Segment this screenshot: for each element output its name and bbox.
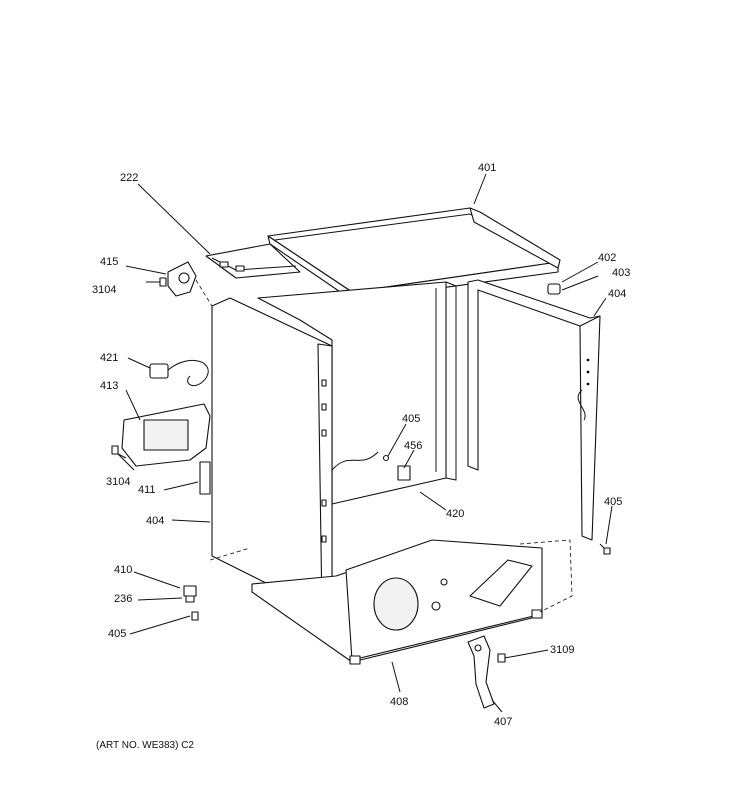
hinge-410 xyxy=(183,585,197,603)
left-side-panel-404 xyxy=(211,297,333,613)
callout-404-left: 404 xyxy=(146,515,165,527)
callout-420: 420 xyxy=(446,508,465,520)
callout-407: 407 xyxy=(494,716,513,728)
top-bracket-222 xyxy=(205,207,561,279)
callout-413: 413 xyxy=(100,380,119,392)
leader-lines xyxy=(117,173,613,713)
base-frame-408 xyxy=(251,539,543,665)
clip-415 xyxy=(167,261,197,297)
art-number-caption: (ART NO. WE383) C2 xyxy=(96,740,194,751)
callout-415: 415 xyxy=(100,256,119,268)
callout-3104-upper: 3104 xyxy=(92,284,117,296)
strap-411 xyxy=(199,461,211,495)
assembly-guides xyxy=(195,279,573,613)
bracket-407 xyxy=(467,635,495,709)
screw-405-right xyxy=(599,543,611,555)
callout-405-center: 405 xyxy=(402,413,421,425)
screw-3104-upper xyxy=(146,277,167,287)
callout-222: 222 xyxy=(120,172,139,184)
callout-401: 401 xyxy=(478,162,497,174)
terminal-bracket-413 xyxy=(121,403,211,467)
callout-408: 408 xyxy=(390,696,409,708)
callout-411: 411 xyxy=(138,484,156,496)
power-cord-421 xyxy=(149,360,209,387)
right-side-panel-404 xyxy=(467,279,601,541)
callout-402: 402 xyxy=(598,252,617,264)
callout-410: 410 xyxy=(114,564,133,576)
callout-403: 403 xyxy=(612,267,631,279)
callout-404-right: 404 xyxy=(608,288,627,300)
callout-421: 421 xyxy=(100,352,119,364)
callout-3109: 3109 xyxy=(550,644,575,656)
callout-405-right: 405 xyxy=(604,496,623,508)
callout-236: 236 xyxy=(114,593,133,605)
screw-3104-lower xyxy=(111,445,127,459)
rear-panel-420 xyxy=(257,281,457,505)
callout-3104-lower: 3104 xyxy=(106,476,131,488)
screw-405-lower xyxy=(191,611,199,621)
callout-405-lower: 405 xyxy=(108,628,127,640)
foot-402 xyxy=(547,283,561,295)
callout-456: 456 xyxy=(404,440,423,452)
screw-3109 xyxy=(497,653,517,663)
